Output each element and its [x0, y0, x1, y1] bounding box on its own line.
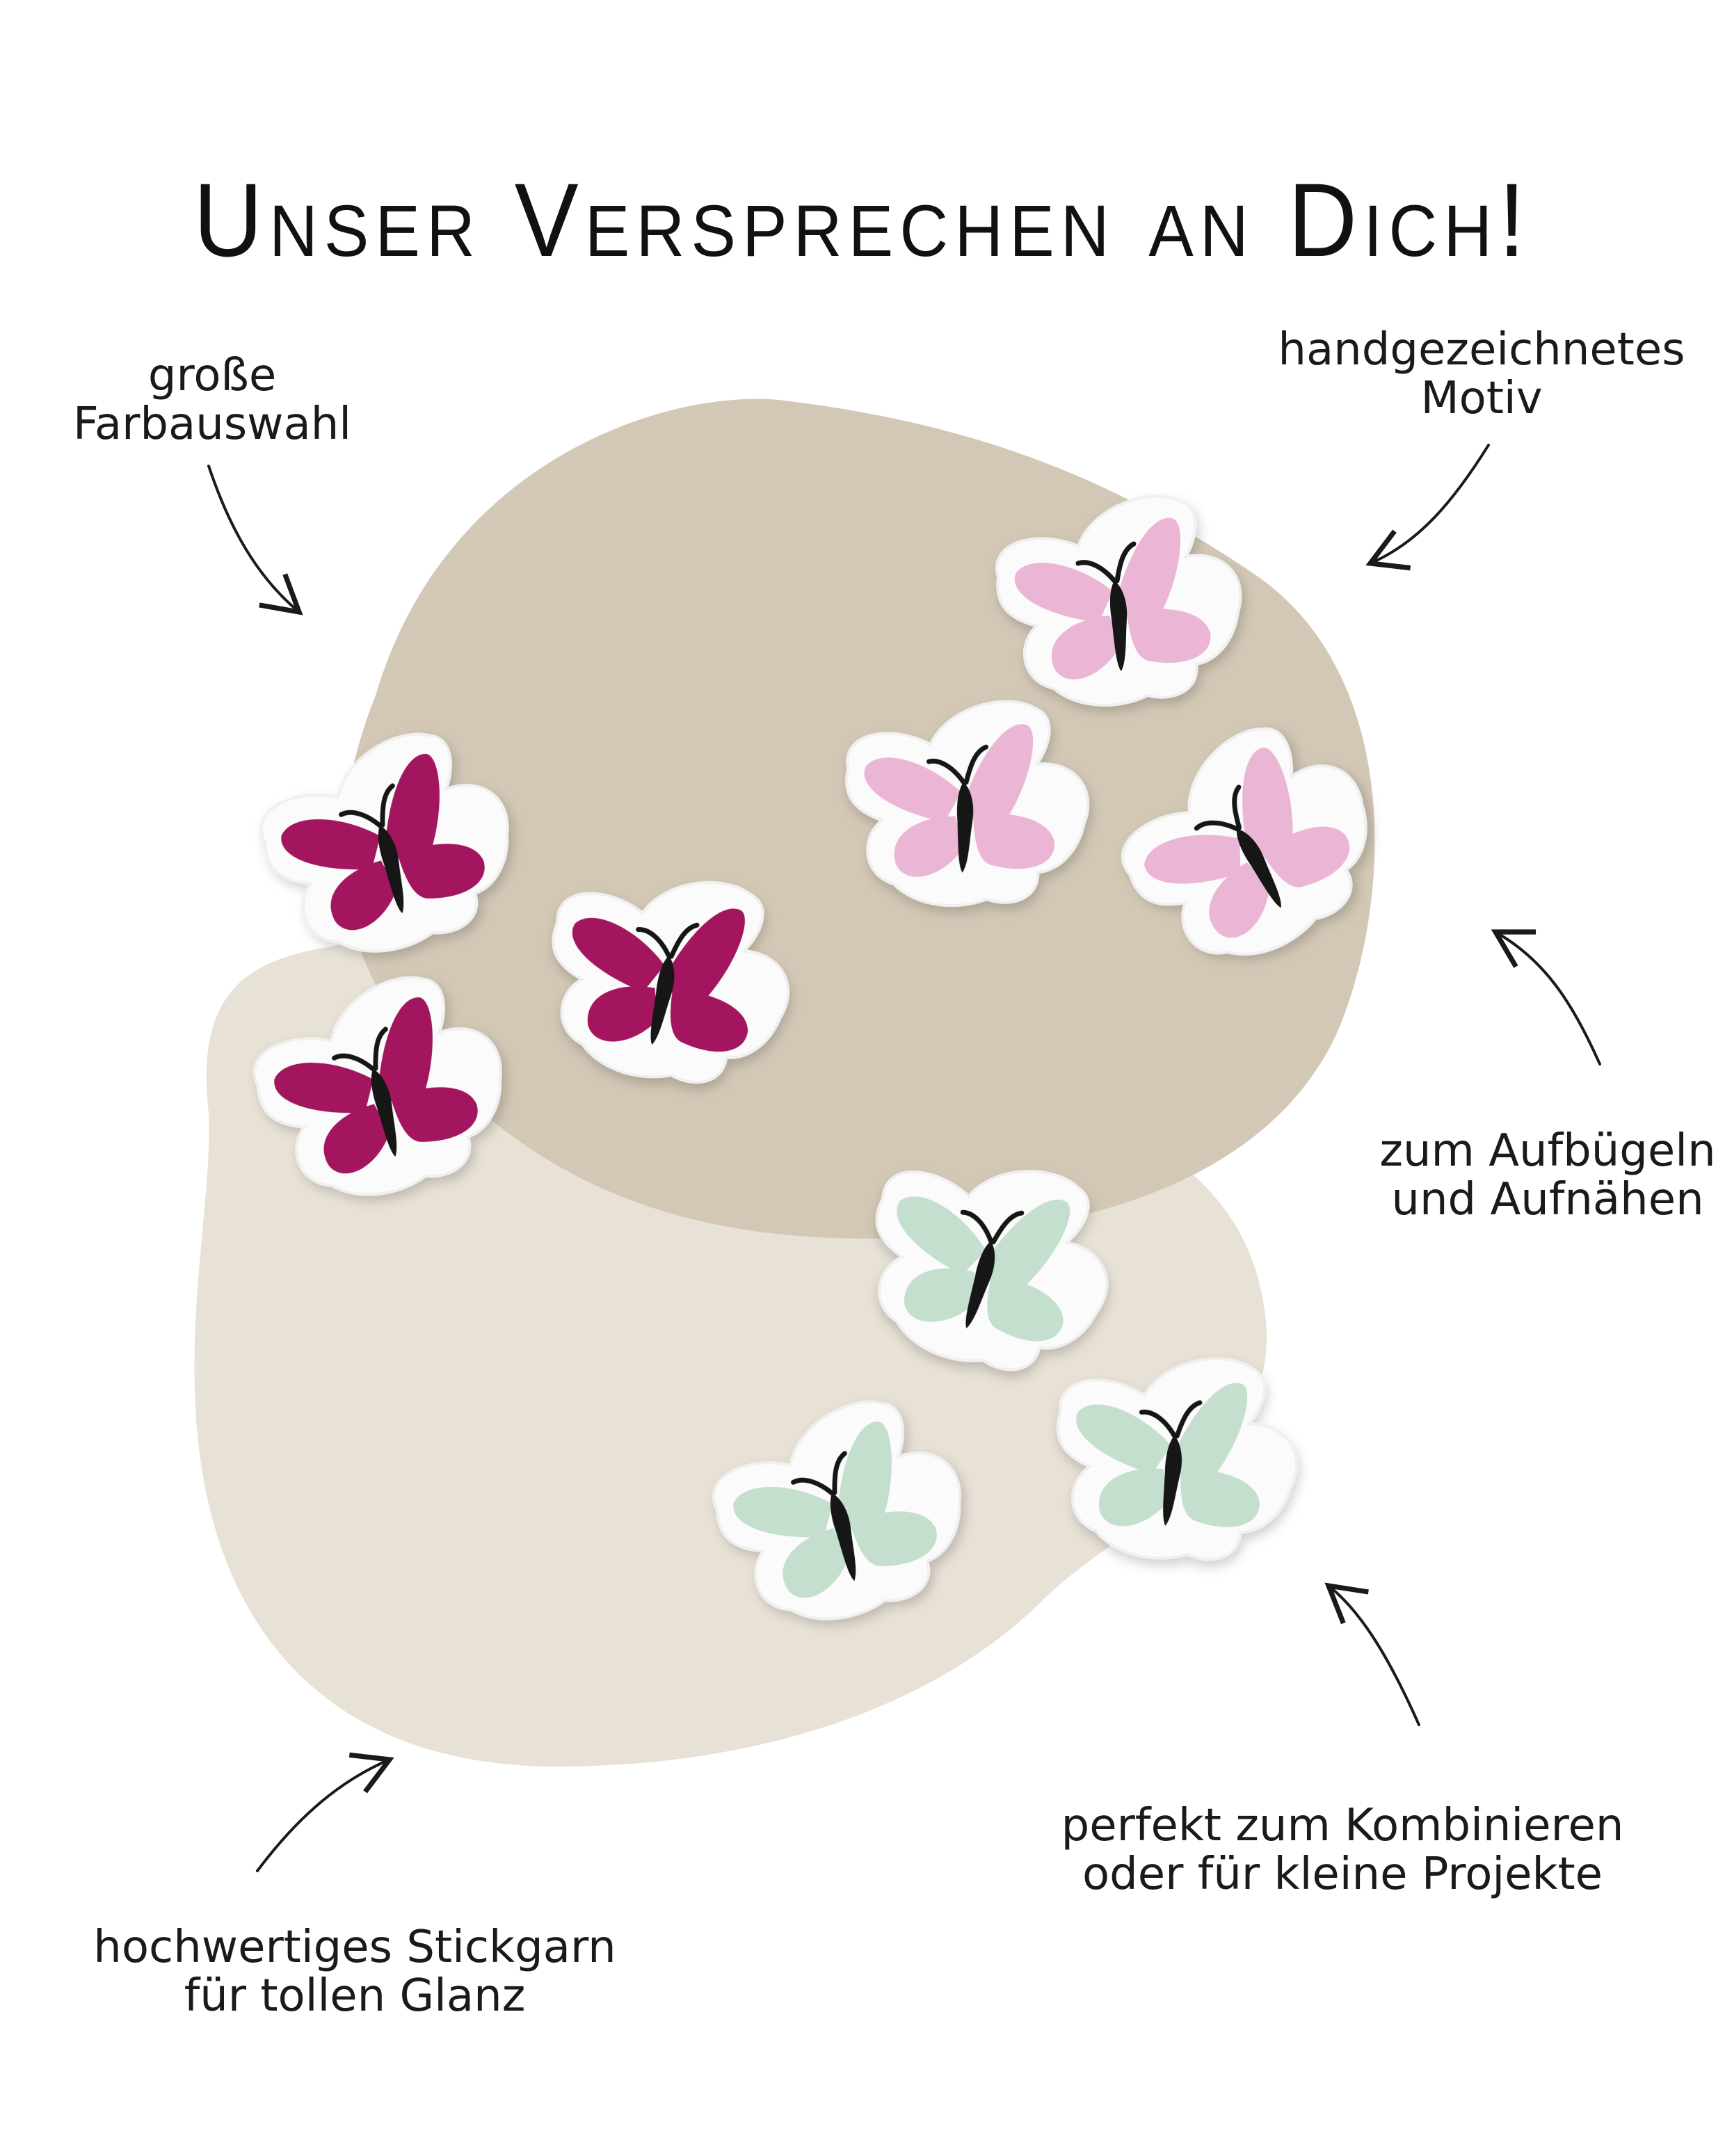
feature-line: Motiv [1420, 373, 1543, 424]
arrow-icon [256, 1752, 394, 1872]
arrow-icon [1324, 1582, 1420, 1726]
arrow-icon [1365, 444, 1490, 571]
feature-line: perfekt zum Kombinieren [1061, 1800, 1624, 1851]
feature-line: Farbauswahl [72, 399, 352, 450]
feature-line: zum Aufbügeln [1379, 1125, 1716, 1177]
feature-hand-drawn: handgezeichnetes Motiv [1238, 325, 1725, 423]
feature-line: große [147, 350, 277, 401]
feature-line: hochwertiges Stickgarn [93, 1922, 616, 1973]
feature-quality-thread: hochwertiges Stickgarn für tollen Glanz [42, 1923, 668, 2020]
arrow-icon [207, 465, 303, 616]
feature-line: für tollen Glanz [184, 1970, 526, 2022]
feature-iron-sew: zum Aufbügeln und Aufnähen [1342, 1127, 1725, 1224]
feature-combine: perfekt zum Kombinieren oder für kleine … [995, 1801, 1690, 1899]
feature-line: und Aufnähen [1391, 1174, 1704, 1225]
arrow-icon [1491, 929, 1601, 1065]
feature-color-choice: große Farbauswahl [38, 351, 386, 449]
feature-line: handgezeichnetes [1278, 324, 1685, 376]
page-title: Unser Versprechen an Dich! [193, 161, 1532, 278]
feature-line: oder für kleine Projekte [1082, 1849, 1603, 1900]
